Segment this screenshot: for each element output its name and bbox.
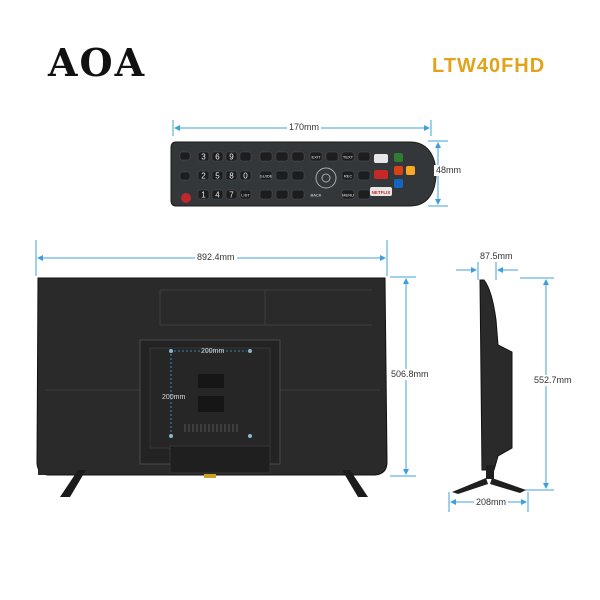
- key-0: 0: [243, 172, 248, 181]
- remote-control: 3 6 9 2 5 8 0 1 4 7 EXIT TEXT GUIDE REC …: [170, 141, 437, 207]
- vesa-holes: [169, 349, 252, 438]
- key-4: 4: [215, 191, 220, 200]
- key-rec: REC: [344, 174, 353, 179]
- remote-number-keys: [197, 151, 371, 200]
- model-name: LTW40FHD: [432, 55, 546, 77]
- tv-height-with-stand-label: 552.7mm: [532, 375, 574, 386]
- key-exit: EXIT: [312, 155, 321, 160]
- dpad-icon: [315, 167, 337, 189]
- netflix-button: [370, 187, 392, 196]
- key-guide: GUIDE: [260, 174, 273, 179]
- key-1: 1: [201, 191, 206, 200]
- key-text: TEXT: [343, 155, 354, 160]
- key-8: 8: [229, 172, 234, 181]
- key-back: BACK: [311, 193, 322, 198]
- key-5: 5: [215, 172, 220, 181]
- key-7: 7: [229, 191, 234, 200]
- remote-height-label: 48mm: [434, 165, 464, 176]
- tv-foot-right: [342, 470, 368, 497]
- tv-foot-left: [60, 470, 86, 497]
- tv-width-label: 892.4mm: [195, 252, 237, 263]
- streaming-key-icon: [374, 154, 388, 163]
- remote-width-label: 170mm: [287, 122, 322, 133]
- tv-side-view: [452, 279, 526, 494]
- key-9: 9: [229, 153, 234, 162]
- color-key-icons: [394, 153, 415, 188]
- key-6: 6: [215, 153, 220, 162]
- streaming-key-icon: [374, 170, 388, 179]
- key-2: 2: [201, 172, 206, 181]
- vesa-horizontal-label: 200mm: [201, 348, 225, 355]
- tv-height-label: 506.8mm: [389, 369, 431, 380]
- key-list: LIST: [241, 193, 250, 198]
- power-icon: [181, 193, 191, 203]
- tv-depth-label: 87.5mm: [478, 251, 515, 262]
- netflix-label: NETFLIX: [372, 190, 391, 195]
- tv-back-panel: [36, 277, 388, 497]
- vesa-vertical-label: 200mm: [162, 394, 186, 401]
- stand-depth-label: 208mm: [474, 497, 509, 508]
- brand-logo: AOA: [48, 40, 147, 85]
- tv-side-foot-back: [490, 478, 526, 493]
- tv-side-foot-front: [452, 478, 488, 494]
- key-3: 3: [201, 153, 206, 162]
- key-menu: MENU: [342, 193, 354, 198]
